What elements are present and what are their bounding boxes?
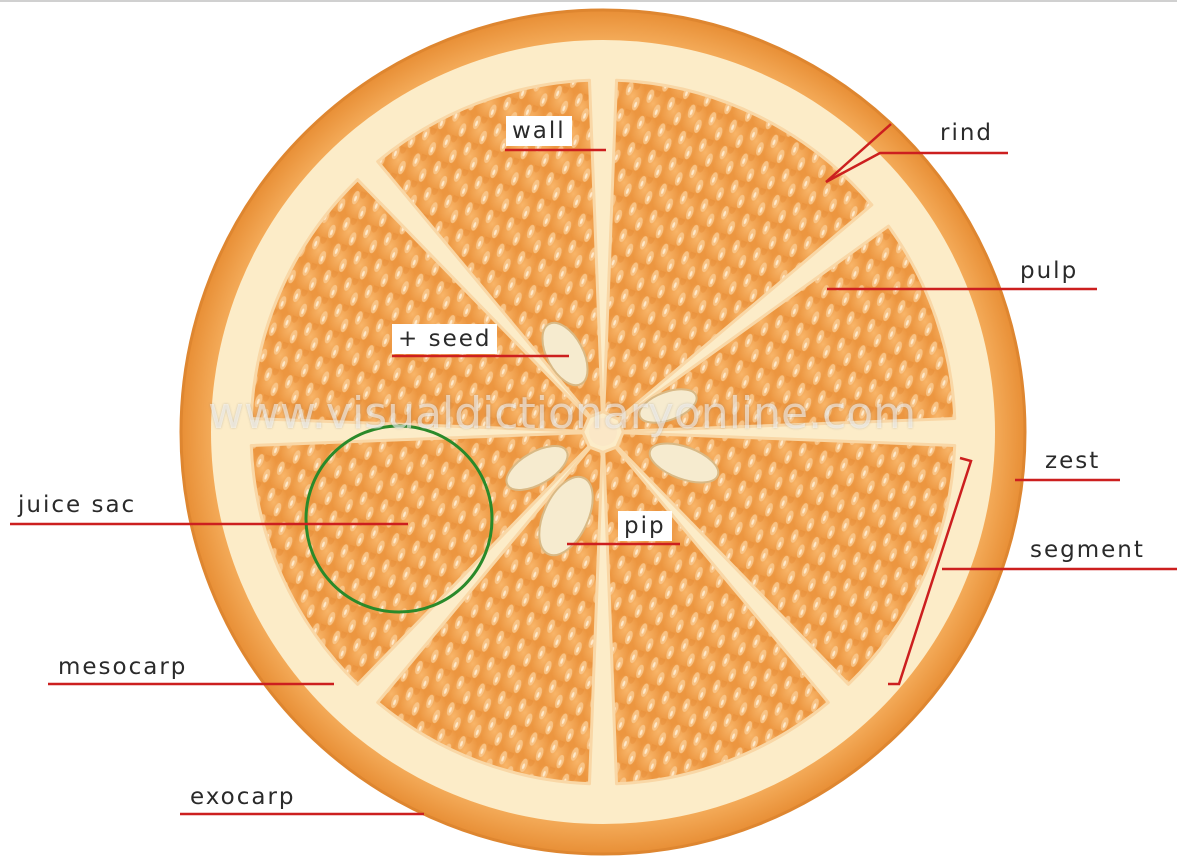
label-segment: segment	[1030, 535, 1145, 565]
label-mesocarp: mesocarp	[58, 652, 187, 682]
label-juice-sac: juice sac	[18, 490, 136, 520]
label-seed: + seed	[392, 324, 497, 354]
label-rind: rind	[940, 118, 993, 148]
watermark: www.visualdictionaryonline.com	[208, 388, 916, 439]
label-wall: wall	[506, 116, 572, 146]
label-pip: pip	[618, 511, 672, 541]
label-exocarp: exocarp	[190, 782, 296, 812]
label-pulp: pulp	[1020, 256, 1078, 286]
label-zest: zest	[1045, 446, 1100, 476]
